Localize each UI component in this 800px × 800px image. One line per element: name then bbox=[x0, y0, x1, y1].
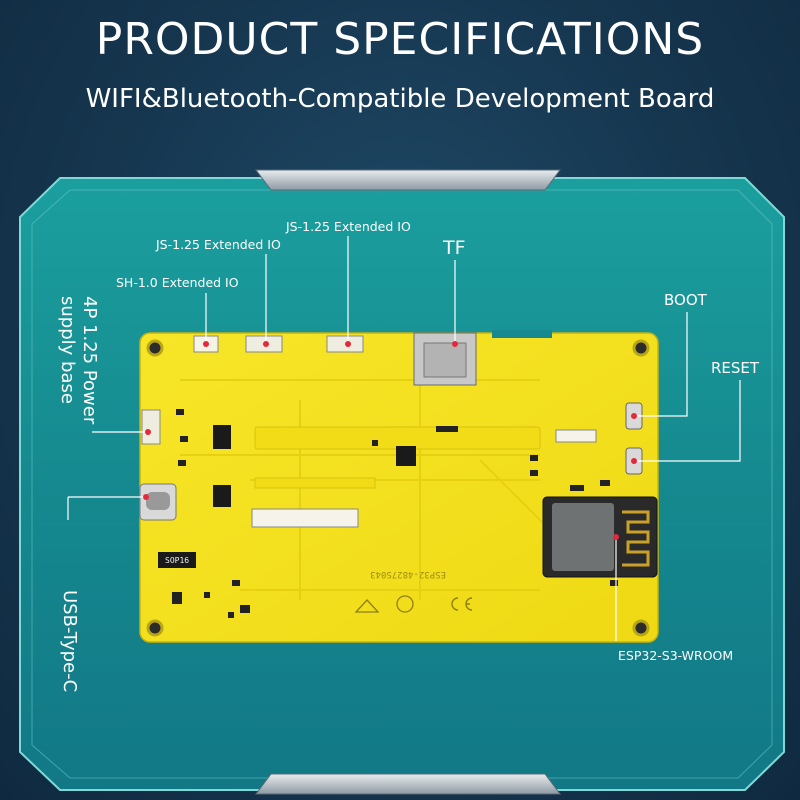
label-boot: BOOT bbox=[664, 291, 707, 309]
sop16-label: SOP16 bbox=[165, 556, 189, 565]
page-subtitle: WIFI&Bluetooth-Compatible Development Bo… bbox=[85, 84, 715, 114]
silkscreen-text: ESP32-4827S043 bbox=[370, 569, 446, 579]
label-js-extended-io-top: JS-1.25 Extended IO bbox=[286, 219, 411, 234]
label-power-line1: 4P 1.25 Power bbox=[79, 296, 100, 425]
bottom-tab bbox=[255, 773, 561, 795]
label-sh-extended-io: SH-1.0 Extended IO bbox=[116, 275, 239, 290]
callout-dots bbox=[143, 341, 637, 540]
recycle-mark bbox=[396, 595, 414, 613]
ce-mark bbox=[451, 597, 473, 611]
label-js-extended-io-mid: JS-1.25 Extended IO bbox=[156, 237, 281, 252]
pcb-board: ESP32-4827S043 SOP16 bbox=[139, 330, 659, 643]
callout-lines bbox=[67, 236, 741, 641]
label-esp32-module: ESP32-S3-WROOM bbox=[618, 648, 734, 663]
label-power-supply: 4P 1.25 Power supply base bbox=[56, 296, 100, 424]
label-tf: TF bbox=[443, 237, 466, 259]
label-usb-type-c: USB-Type-C bbox=[59, 590, 80, 693]
top-tab bbox=[255, 169, 561, 191]
sop16-chip bbox=[158, 552, 196, 568]
page-title: PRODUCT SPECIFICATIONS bbox=[95, 14, 705, 65]
label-power-line2: supply base bbox=[57, 296, 78, 404]
label-reset: RESET bbox=[711, 359, 760, 377]
power-connector bbox=[141, 409, 161, 445]
esp32-module bbox=[542, 496, 658, 578]
